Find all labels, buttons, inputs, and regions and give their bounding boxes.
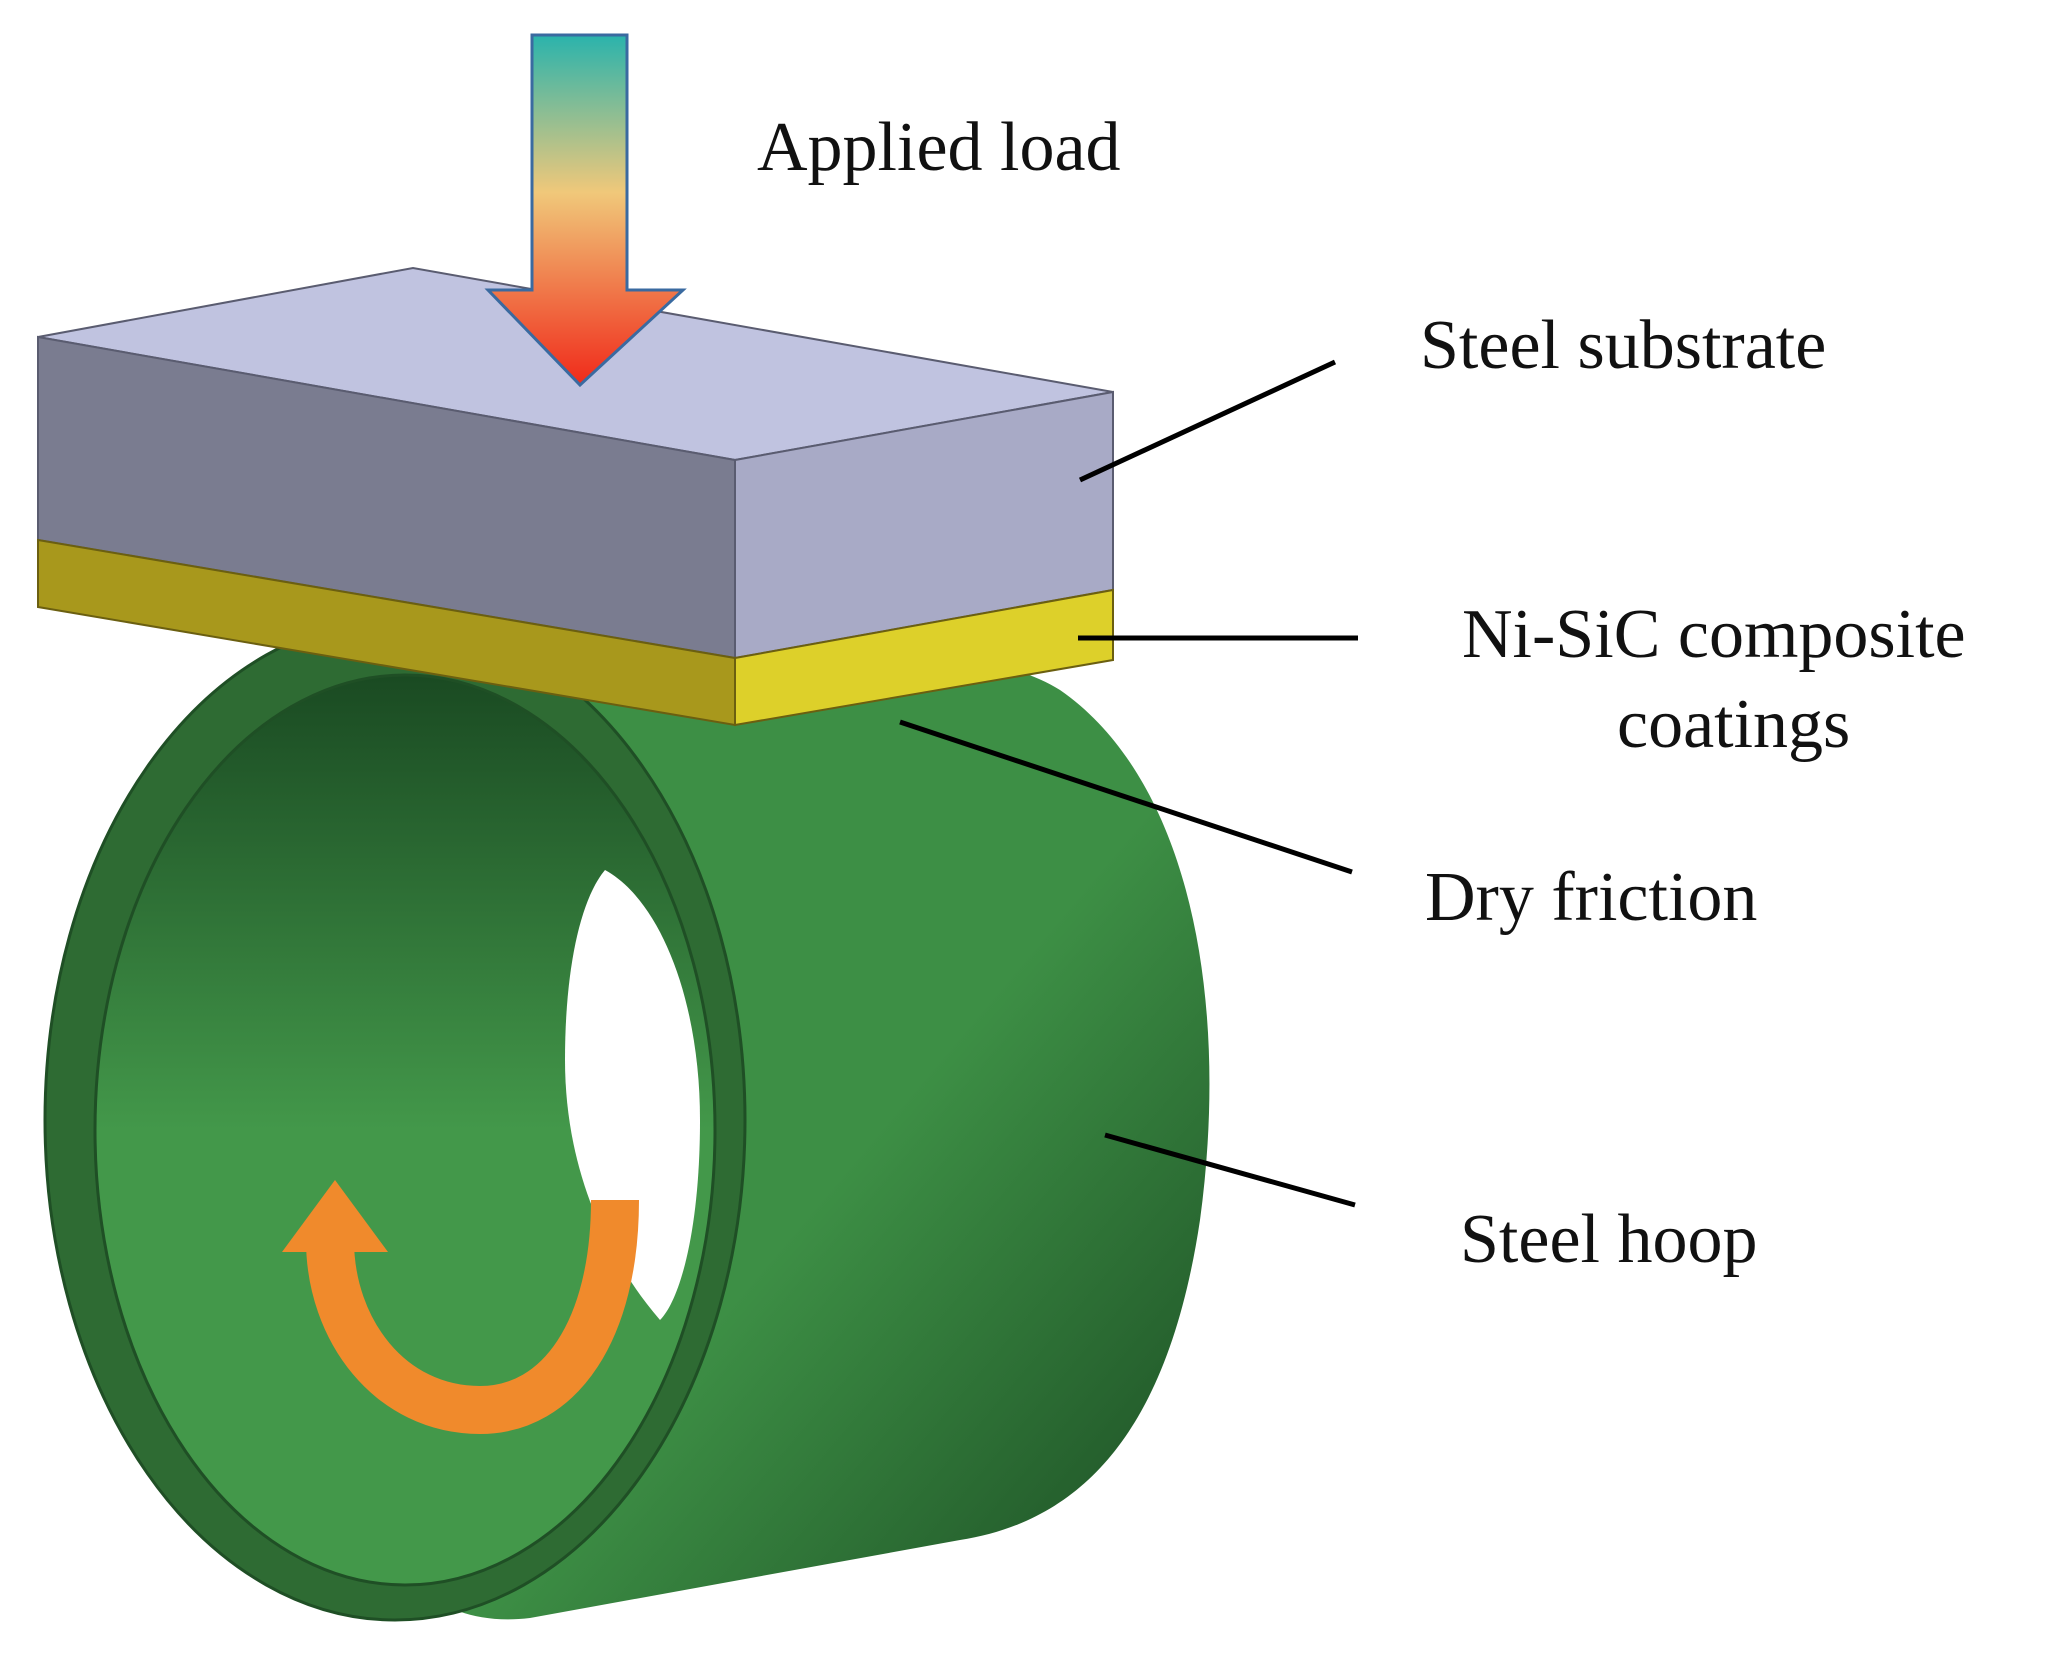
down-arrow-icon <box>484 33 687 388</box>
coating-side-face <box>734 588 1114 727</box>
rotation-arrow-icon <box>282 1180 639 1435</box>
label-applied-load: Applied load <box>757 109 1121 186</box>
leader-steel-hoop <box>1104 1132 1356 1208</box>
label-coating-line2: coatings <box>1617 686 1850 763</box>
label-coating-line1: Ni-SiC composite <box>1462 596 1966 673</box>
label-dry-friction: Dry friction <box>1425 859 1757 936</box>
label-steel-hoop: Steel hoop <box>1460 1201 1757 1278</box>
ni-sic-coating-layer <box>37 538 1114 727</box>
leader-steel-substrate <box>1078 359 1337 483</box>
steel-hoop <box>43 618 1210 1622</box>
label-steel-substrate: Steel substrate <box>1420 307 1826 384</box>
leader-dry-friction <box>899 719 1353 875</box>
